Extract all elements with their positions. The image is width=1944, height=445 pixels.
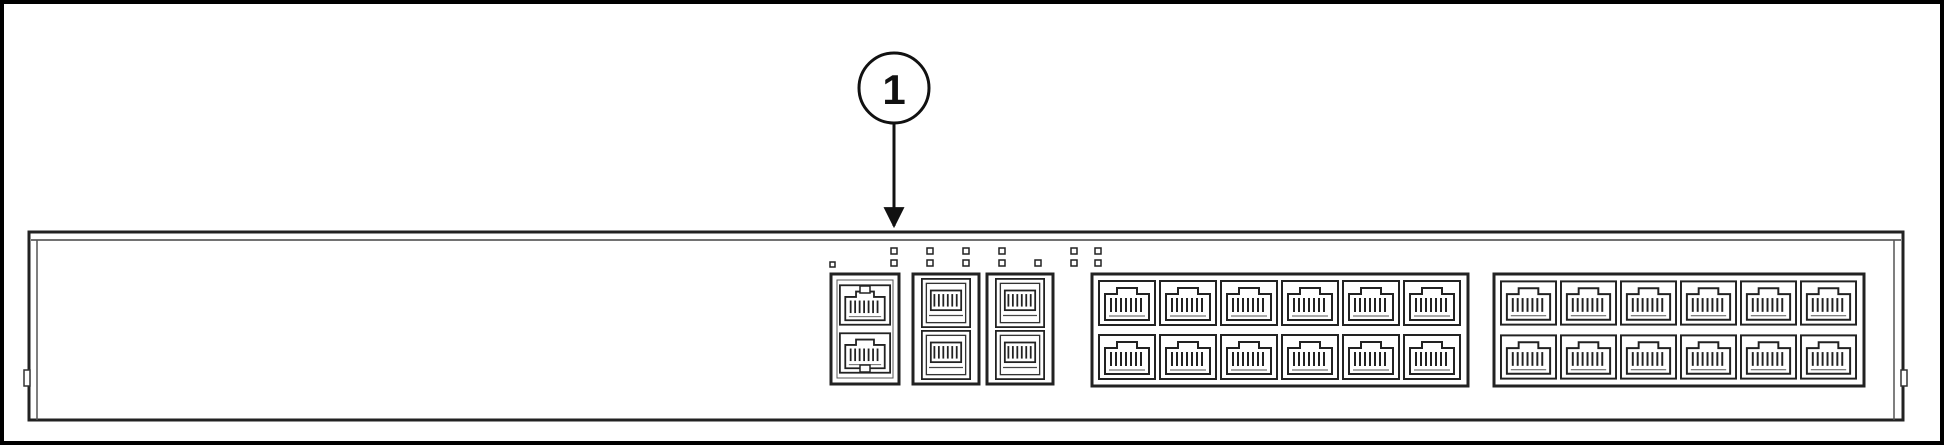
rj45-port xyxy=(1500,280,1557,326)
led-indicator xyxy=(962,259,970,267)
rj45-port xyxy=(1098,280,1156,326)
led-indicator xyxy=(926,247,934,255)
sfp-port xyxy=(920,330,972,380)
led-indicator xyxy=(1094,259,1102,267)
led-indicator xyxy=(1034,259,1042,267)
rj45-port xyxy=(1680,280,1737,326)
led-indicator xyxy=(998,247,1006,255)
rj45-port xyxy=(1560,280,1617,326)
rj45-port xyxy=(1281,334,1339,380)
status-led-indicators xyxy=(829,247,1102,268)
rj45-port xyxy=(1220,334,1278,380)
rj45-port xyxy=(1500,334,1557,380)
rj45-port xyxy=(1403,280,1461,326)
rj45-port xyxy=(1800,280,1857,326)
rj45-port xyxy=(1159,334,1217,380)
sfp-cage-group-a xyxy=(911,272,981,386)
rj45-port xyxy=(1403,334,1461,380)
rj45-port-bank-a xyxy=(1090,272,1470,388)
led-indicator xyxy=(890,259,898,267)
rj45-port xyxy=(1098,334,1156,380)
led-indicator xyxy=(1070,247,1078,255)
rj45-port xyxy=(1800,334,1857,380)
console-port-block xyxy=(829,272,901,386)
led-indicator xyxy=(1070,259,1078,267)
sfp-port xyxy=(920,278,972,328)
rj45-port xyxy=(1620,280,1677,326)
led-indicator xyxy=(1094,247,1102,255)
led-indicator xyxy=(829,261,836,268)
led-indicator xyxy=(962,247,970,255)
rj45-port-bank-b xyxy=(1492,272,1866,388)
rj45-port xyxy=(1342,280,1400,326)
rj45-port xyxy=(1740,280,1797,326)
led-indicator xyxy=(890,247,898,255)
sfp-port xyxy=(994,330,1046,380)
rj45-port xyxy=(1342,334,1400,380)
rj45-port xyxy=(1220,280,1278,326)
sfp-cage-group-b xyxy=(985,272,1055,386)
sfp-port xyxy=(994,278,1046,328)
led-indicator xyxy=(926,259,934,267)
rj45-port xyxy=(1159,280,1217,326)
rj45-port xyxy=(1281,280,1339,326)
callout-1: 1 xyxy=(857,51,931,229)
rj45-port xyxy=(1740,334,1797,380)
callout-number: 1 xyxy=(882,66,905,113)
rj45-port xyxy=(1680,334,1737,380)
rj45-port xyxy=(1620,334,1677,380)
rj45-port xyxy=(1560,334,1617,380)
led-indicator xyxy=(998,259,1006,267)
